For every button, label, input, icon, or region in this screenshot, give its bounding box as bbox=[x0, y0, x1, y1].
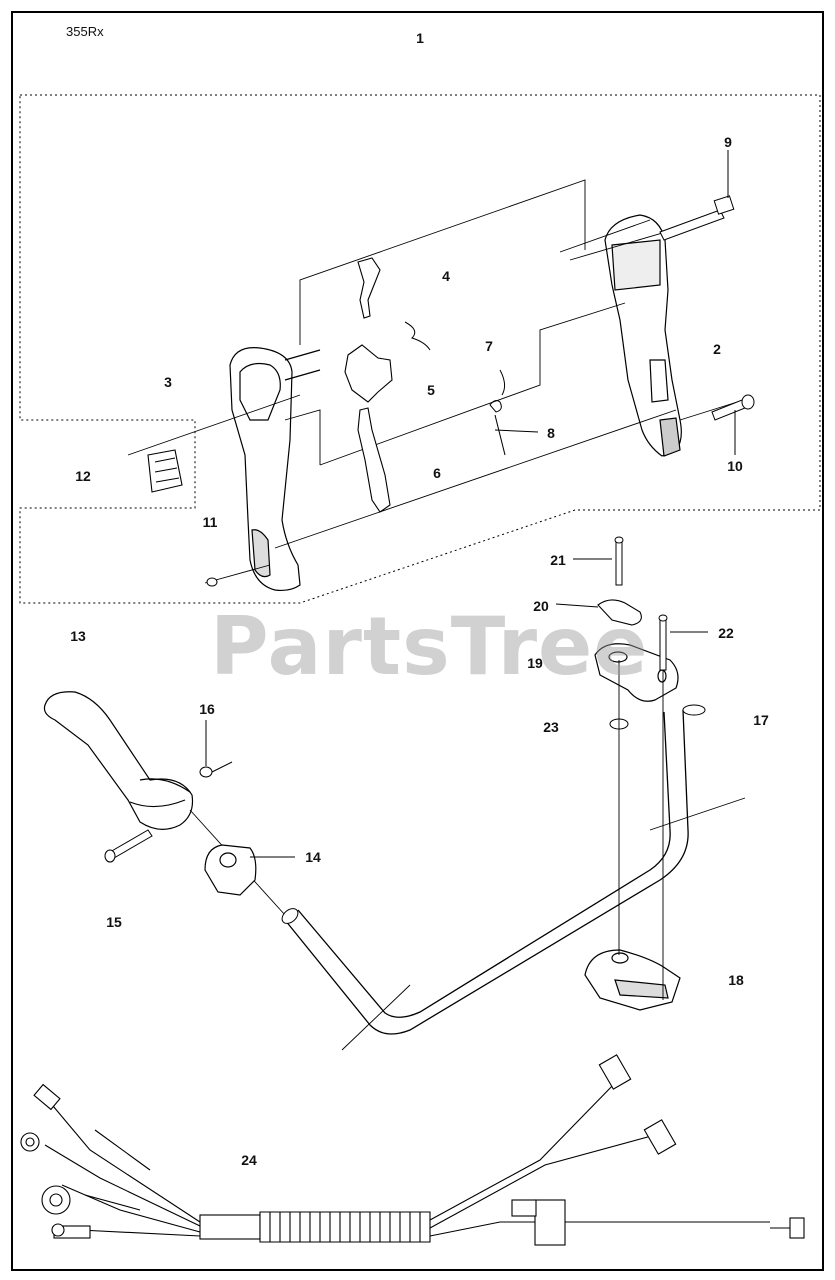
callout-11: 11 bbox=[202, 514, 218, 530]
screw-9 bbox=[659, 150, 735, 241]
callout-17: 17 bbox=[753, 712, 769, 728]
callout-2: 2 bbox=[713, 341, 721, 357]
callout-18: 18 bbox=[728, 972, 744, 988]
throttle-lockout bbox=[357, 257, 381, 319]
screw-21 bbox=[573, 536, 624, 586]
callout-10: 10 bbox=[727, 458, 743, 474]
tube-cut-2 bbox=[649, 797, 746, 831]
right-handle bbox=[604, 214, 682, 457]
model-label: 355Rx bbox=[66, 24, 104, 39]
callout-19: 19 bbox=[527, 655, 543, 671]
bracket-18 bbox=[584, 949, 681, 1011]
diagram-border bbox=[11, 11, 824, 1271]
leader-20 bbox=[555, 603, 599, 608]
callout-15: 15 bbox=[106, 914, 122, 930]
callout-13: 13 bbox=[70, 628, 86, 644]
callout-9: 9 bbox=[724, 134, 732, 150]
bolt-10 bbox=[711, 394, 755, 455]
leader-8 bbox=[494, 414, 506, 456]
callout-23: 23 bbox=[543, 719, 559, 735]
handle-leader-lines bbox=[127, 179, 751, 584]
tube-end-right bbox=[682, 704, 706, 716]
handle-bar-tube bbox=[284, 709, 689, 1035]
callout-5: 5 bbox=[427, 382, 435, 398]
callout-3: 3 bbox=[164, 374, 172, 390]
callout-16: 16 bbox=[199, 701, 215, 717]
assembly-boundary bbox=[19, 94, 821, 604]
callout-8: 8 bbox=[547, 425, 555, 441]
grip-handle bbox=[43, 691, 194, 830]
callout-4: 4 bbox=[442, 268, 450, 284]
clamp-14 bbox=[204, 844, 257, 896]
nut-16 bbox=[199, 766, 213, 778]
clip-spring bbox=[489, 369, 506, 413]
connector-12 bbox=[147, 449, 183, 493]
throttle-trigger bbox=[344, 344, 393, 403]
grip-bolt bbox=[104, 829, 153, 863]
left-throttle-handle bbox=[229, 347, 321, 592]
callout-1: 1 bbox=[416, 30, 424, 46]
callout-12: 12 bbox=[75, 468, 91, 484]
tube-end-left bbox=[281, 908, 299, 924]
tube-cut-1 bbox=[341, 984, 411, 1051]
callout-6: 6 bbox=[433, 465, 441, 481]
wiring-harness bbox=[20, 1054, 805, 1246]
callout-22: 22 bbox=[718, 625, 734, 641]
watermark: PartsTree bbox=[210, 600, 649, 693]
washer-11 bbox=[206, 577, 218, 587]
callout-21: 21 bbox=[550, 552, 566, 568]
callout-7: 7 bbox=[485, 338, 493, 354]
callout-20: 20 bbox=[533, 598, 549, 614]
spring-icon bbox=[404, 321, 431, 351]
clamp-20 bbox=[597, 599, 642, 626]
leader-16b bbox=[211, 761, 233, 773]
bracket-19 bbox=[594, 643, 679, 702]
callout-24: 24 bbox=[241, 1152, 257, 1168]
screw-22 bbox=[658, 614, 708, 671]
stop-lever bbox=[357, 407, 391, 513]
callout-14: 14 bbox=[305, 849, 321, 865]
leader-8b bbox=[494, 429, 539, 433]
